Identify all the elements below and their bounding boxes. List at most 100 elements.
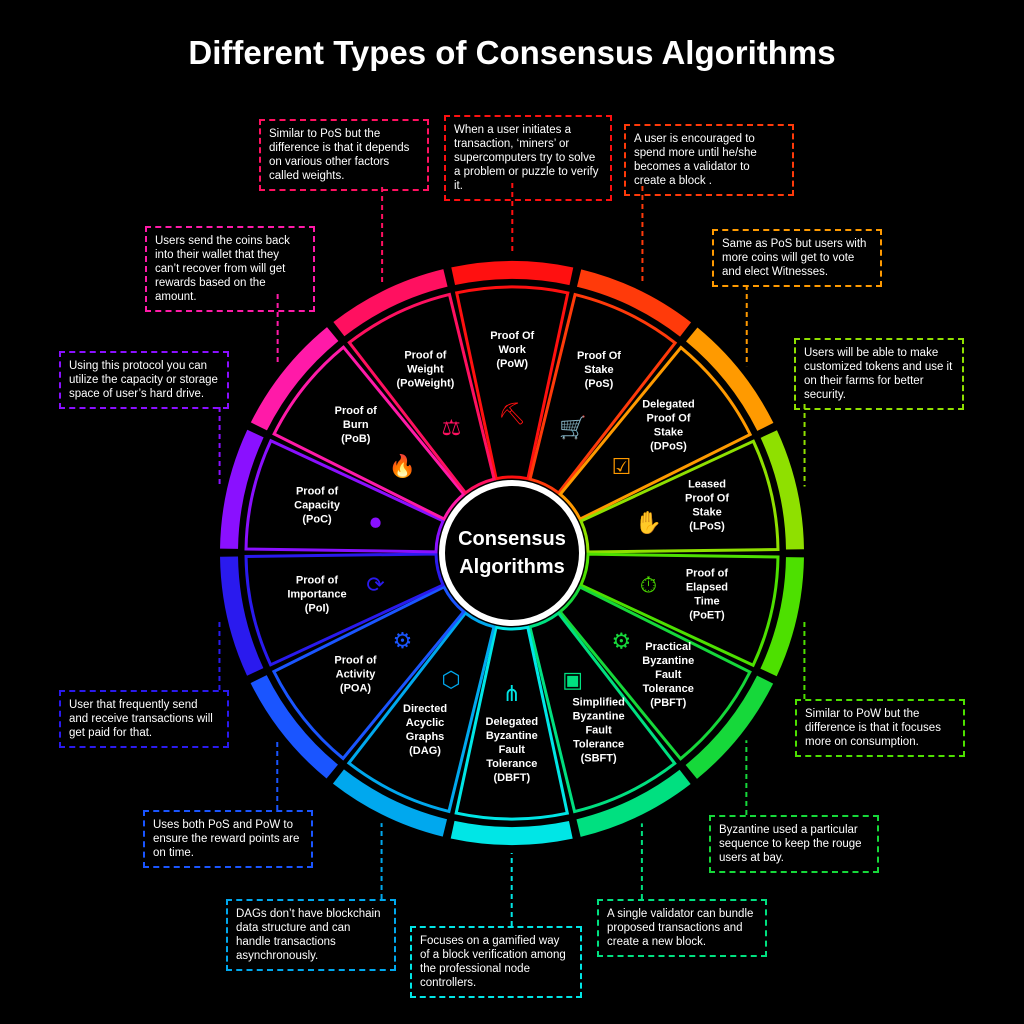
- segment-label-line: Byzantine: [486, 730, 538, 742]
- delegate-network-icon: ⋔: [503, 682, 521, 707]
- segment-label-line: Proof of: [404, 350, 446, 362]
- segment-rim: [450, 820, 573, 845]
- segment-label-line: Fault: [655, 669, 682, 681]
- segment-label-line: Proof Of: [490, 330, 534, 342]
- description-note: Users will be able to make customized to…: [794, 338, 964, 410]
- segment-rim: [333, 269, 448, 337]
- segment-label-line: Byzantine: [573, 710, 625, 722]
- segment-wedge: [244, 438, 446, 554]
- segment-wedge: [454, 285, 570, 481]
- segment-label-line: (POA): [340, 683, 372, 695]
- segment-label-line: Proof of: [296, 574, 338, 586]
- segment-label-line: Graphs: [406, 731, 445, 743]
- center-hub: [439, 480, 585, 626]
- segment-rim: [685, 675, 774, 779]
- segment-label-line: Fault: [585, 724, 612, 736]
- segment-label: Proof of Activity (POA): [334, 655, 376, 695]
- segment-wedge: [578, 439, 780, 554]
- segment-wedge: [528, 611, 677, 814]
- description-note: DAGs don’t have blockchain data structur…: [226, 899, 396, 971]
- segment-label-line: (DPoS): [650, 440, 687, 452]
- segment-rim: [576, 269, 692, 337]
- segment-label-line: Fault: [499, 744, 526, 756]
- segment-rim: [220, 429, 264, 549]
- weights-icon: ⚖: [442, 416, 462, 441]
- segment-label-line: Proof Of: [646, 412, 690, 424]
- segment-label-line: Elapsed: [686, 582, 728, 594]
- segment-label-line: Tolerance: [573, 738, 624, 750]
- segment-wedge: [558, 345, 753, 522]
- segment-label-line: (DAG): [409, 745, 441, 757]
- segment-label-line: (PoS): [585, 378, 614, 390]
- description-note: Focuses on a gamified way of a block ver…: [410, 926, 582, 998]
- description-note: When a user initiates a transaction, ‘mi…: [444, 115, 612, 201]
- segment-label-line: Work: [499, 344, 527, 356]
- segment-label-line: Time: [694, 596, 719, 608]
- segment-label-line: Stake: [692, 507, 721, 519]
- miner-icon: ⛏: [498, 402, 526, 427]
- segment-label-line: Activity: [336, 669, 377, 681]
- segment-label-line: Stake: [584, 364, 613, 376]
- segment-label-line: Burn: [343, 419, 369, 431]
- segment-rim: [760, 430, 804, 550]
- fire-icon: 🔥: [389, 454, 416, 480]
- description-note: Byzantine used a particular sequence to …: [709, 815, 879, 873]
- segment-wedge: [528, 292, 678, 496]
- segment-label-line: (PoWeight): [396, 378, 454, 390]
- segment-wedge: [272, 345, 466, 522]
- segment-wedge: [347, 292, 496, 495]
- segment-label-line: Proof of: [334, 655, 376, 667]
- gear-head-icon: ⚙: [393, 629, 413, 654]
- chip-icon: ▣: [562, 668, 583, 693]
- segment-rim: [686, 327, 774, 431]
- segment-label-line: Delegated: [486, 716, 539, 728]
- segment-wedge: [558, 584, 752, 761]
- description-note: Using this protocol you can utilize the …: [59, 351, 229, 409]
- segment-label-line: (SBFT): [581, 752, 617, 764]
- graph-network-icon: ⬡: [442, 668, 461, 693]
- description-note: A single validator can bundle proposed t…: [597, 899, 767, 957]
- segment-label-line: Byzantine: [642, 655, 694, 667]
- description-note: Similar to PoW but the difference is tha…: [795, 699, 965, 757]
- segment-label-line: Proof of: [335, 405, 377, 417]
- segment-rim: [250, 327, 339, 431]
- segment-label-line: Directed: [403, 703, 447, 715]
- segment-wedge: [578, 552, 780, 668]
- segment-wedge: [454, 625, 570, 821]
- segment-label-line: Practical: [645, 641, 691, 653]
- coin-exchange-icon: ⟳: [366, 573, 384, 598]
- segment-label-line: Tolerance: [486, 758, 537, 770]
- page-title: Different Types of Consensus Algorithms: [188, 34, 836, 71]
- segment-label-line: (PBFT): [650, 697, 686, 709]
- voting-icon: ☑: [612, 455, 632, 480]
- segment-label-line: (PoI): [305, 602, 330, 614]
- wheel-segment: Proof of Activity (POA) ⚙: [250, 584, 466, 779]
- segment-label-line: (DBFT): [493, 772, 530, 784]
- description-note: User that frequently send and receive tr…: [59, 690, 229, 748]
- segment-rim: [250, 675, 338, 779]
- center-label: Consensus: [458, 528, 566, 550]
- segment-wedge: [346, 610, 496, 814]
- segment-label-line: Acyclic: [406, 717, 445, 729]
- segment-label-line: Capacity: [294, 499, 341, 511]
- segment-rim: [220, 556, 264, 676]
